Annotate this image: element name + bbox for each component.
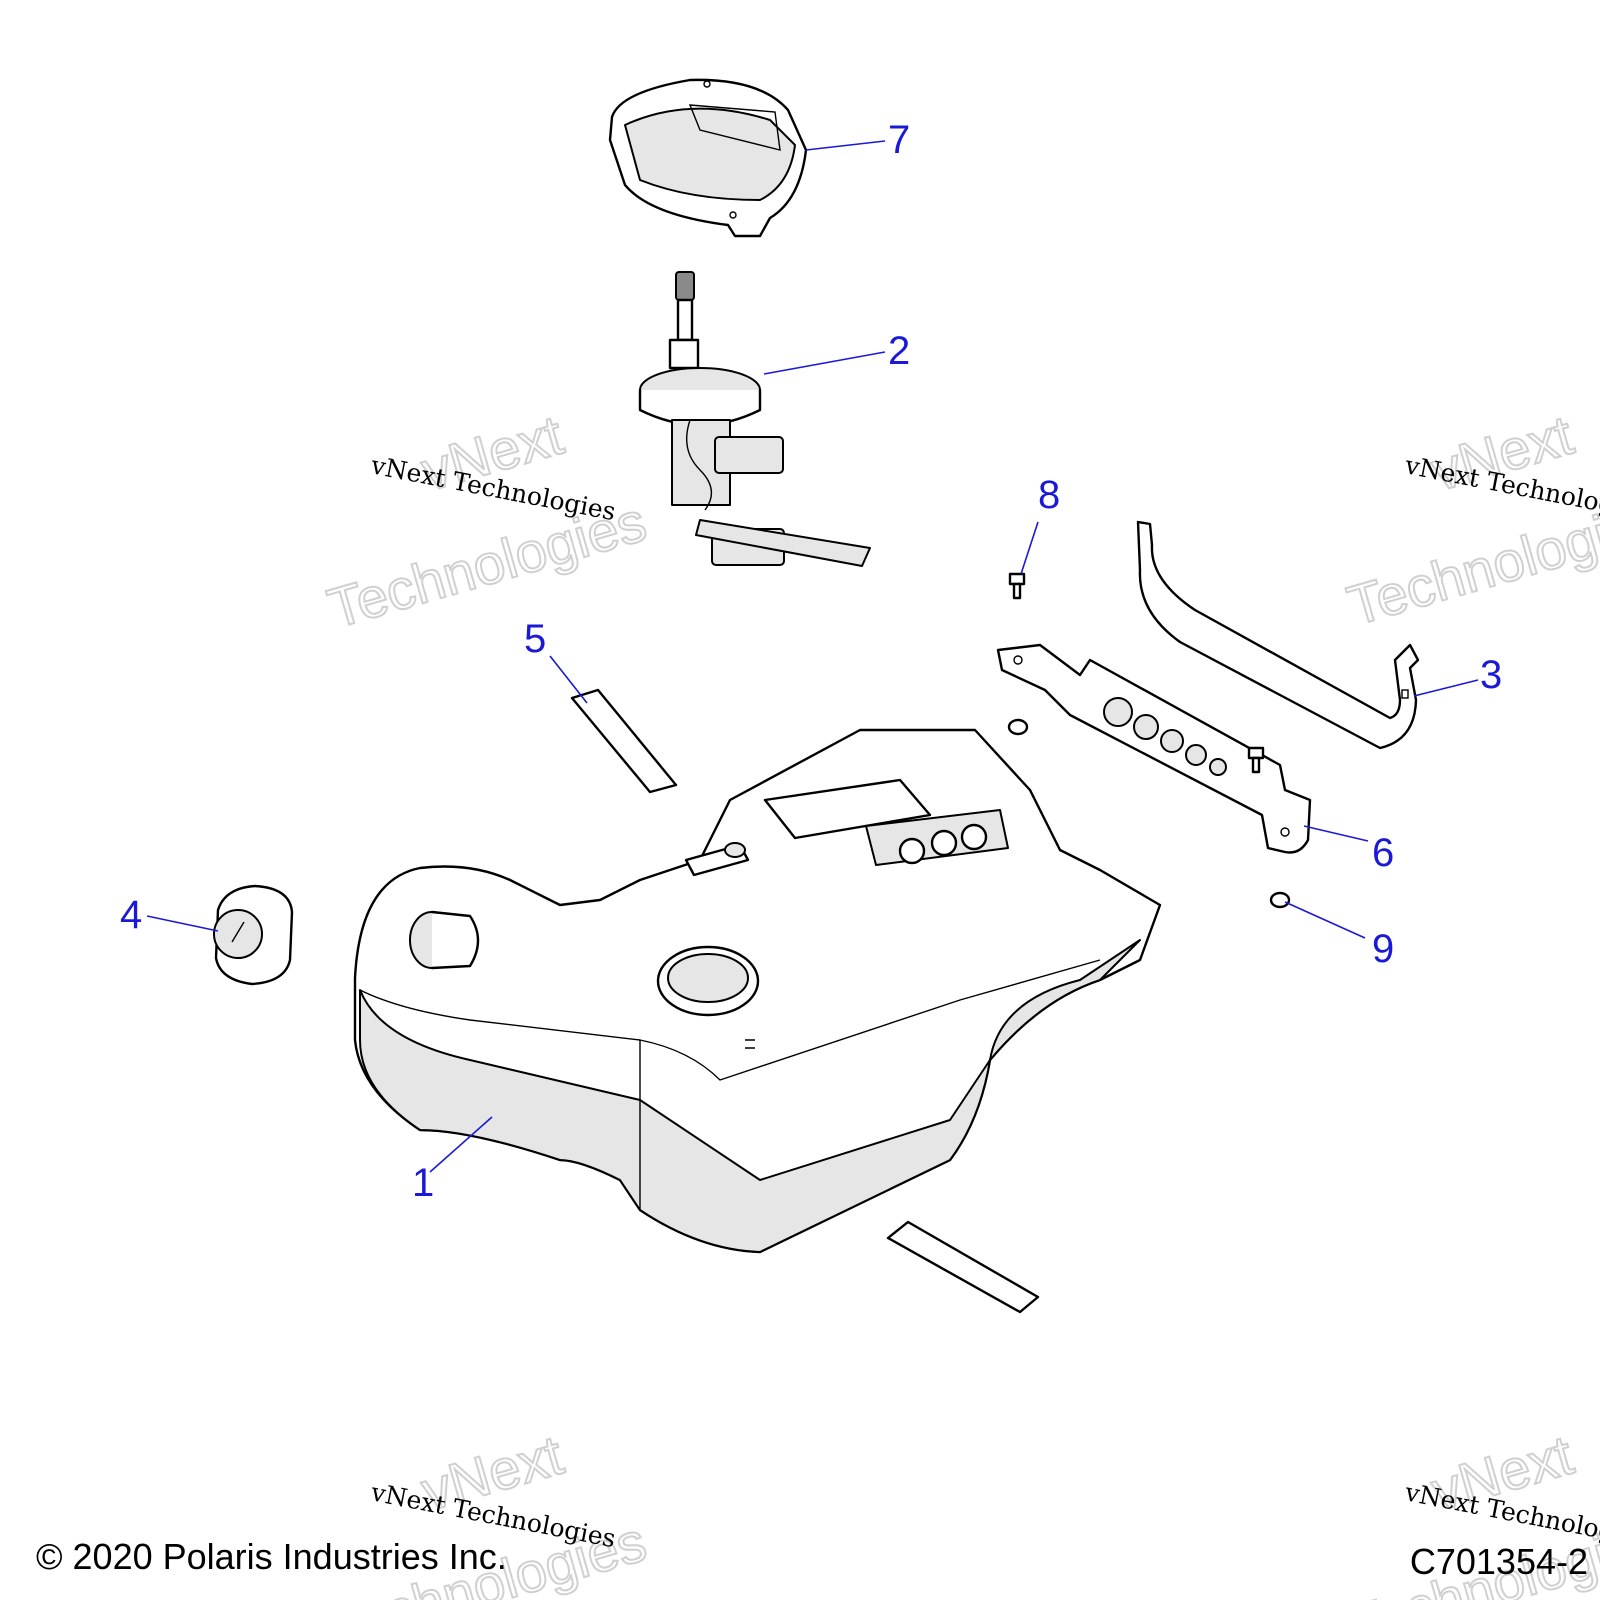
leader-6 [1303, 825, 1369, 842]
leader-3 [1413, 679, 1479, 697]
part-3-tank-strap[interactable] [1136, 520, 1420, 750]
diagram-id: C701354-2 [1410, 1541, 1588, 1582]
leader-5 [549, 655, 588, 704]
leader-7 [805, 140, 886, 151]
part-9-nut[interactable] [1007, 718, 1291, 909]
leader-lines [146, 140, 1479, 1173]
leader-8 [1020, 521, 1039, 575]
part-1-fuel-tank[interactable] [353, 728, 1162, 1254]
callout-6: 6 [1372, 831, 1394, 875]
watermark-group-1: vNext Technologies vNext Technologies [320, 402, 654, 641]
callout-7: 7 [888, 118, 910, 162]
callout-1: 1 [412, 1161, 434, 1205]
callout-3: 3 [1480, 653, 1502, 697]
copyright-text: © 2020 Polaris Industries Inc. [36, 1536, 507, 1577]
part-7-pump-cover[interactable] [608, 78, 808, 238]
part-2-fuel-pump[interactable] [638, 271, 871, 567]
leader-9 [1284, 901, 1366, 939]
part-4-fuel-cap[interactable] [213, 884, 294, 986]
callout-8: 8 [1038, 473, 1060, 517]
leader-4 [146, 915, 219, 932]
callout-9: 9 [1372, 927, 1394, 971]
callout-5: 5 [524, 617, 546, 661]
callout-4: 4 [120, 893, 142, 937]
leader-2 [763, 351, 886, 375]
callout-2: 2 [888, 329, 910, 373]
callout-numbers: 1 2 3 4 5 6 7 8 9 [120, 118, 1502, 1205]
watermark-group-2: vNext Technologies vNext Technologies [1340, 402, 1600, 639]
leader-1 [429, 1116, 493, 1173]
part-5-pad[interactable] [570, 688, 1040, 1314]
part-8-bolt[interactable] [1008, 572, 1265, 774]
